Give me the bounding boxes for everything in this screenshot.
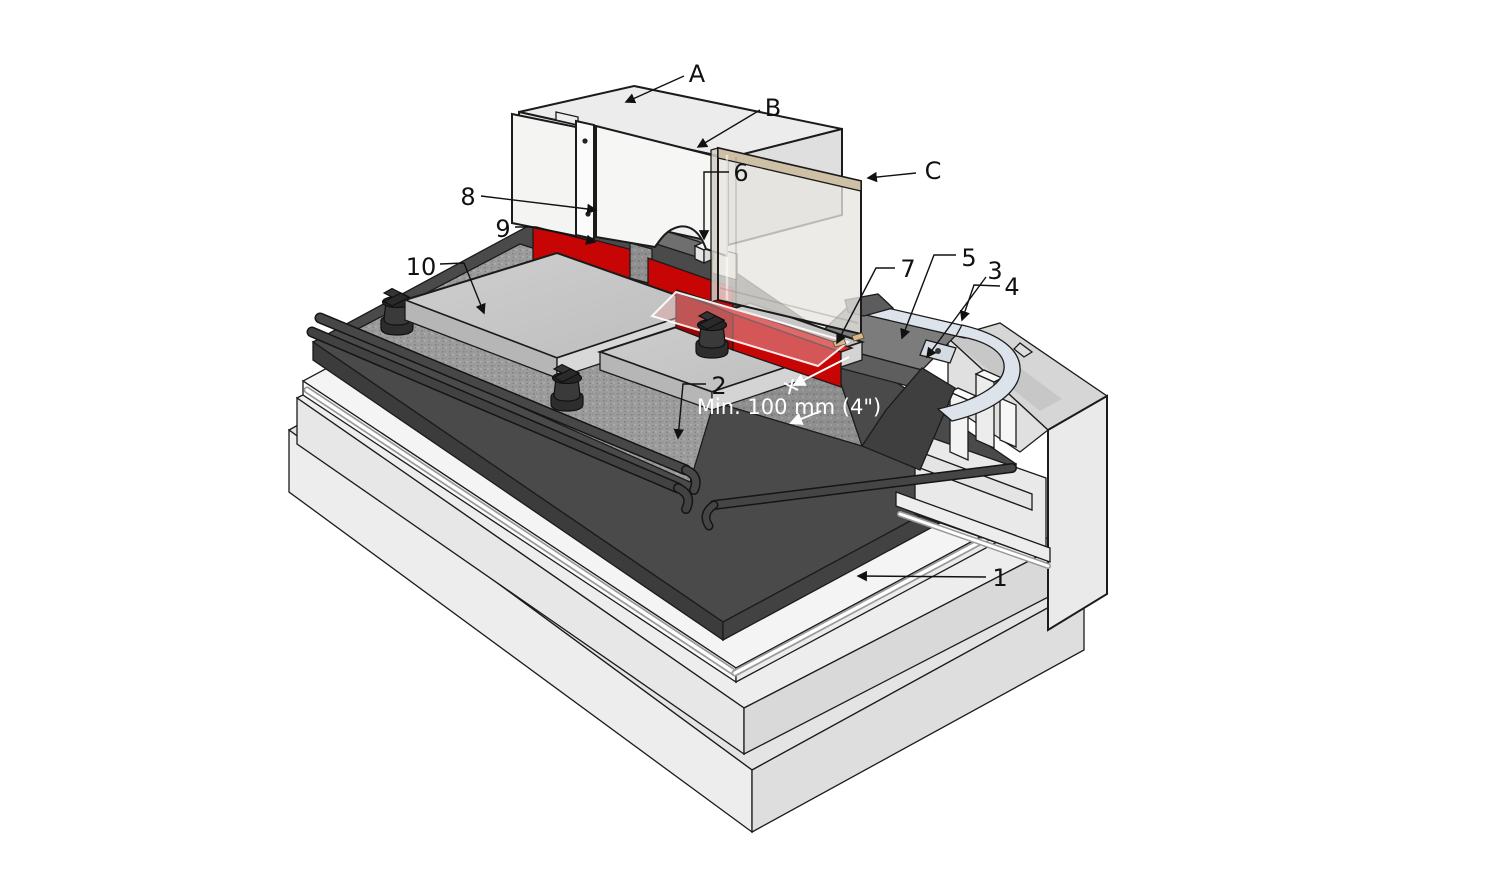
leader-2 (673, 383, 706, 440)
leader-c (866, 171, 917, 183)
leader-5 (900, 254, 956, 340)
label-5: 5 (961, 244, 976, 272)
label-10: 10 (406, 253, 437, 281)
leader-4 (959, 284, 1001, 322)
counterflashing-panel (511, 111, 595, 241)
membrane-drip-edges (306, 312, 1017, 531)
leader-a (624, 75, 685, 104)
min-height-dimension: Min. 100 mm (4") (697, 356, 881, 425)
label-c: C (925, 157, 942, 185)
wall-outer-face (1047, 394, 1108, 632)
leader-lines (439, 75, 1001, 582)
label-6: 6 (733, 159, 748, 187)
label-7: 7 (900, 255, 915, 283)
leader-10 (439, 262, 486, 315)
label-9: 9 (495, 215, 510, 243)
leader-6 (698, 171, 729, 241)
leader-1 (856, 570, 987, 582)
label-2: 2 (711, 372, 726, 400)
fastener-hole (935, 348, 941, 354)
fastener-screw (585, 211, 591, 217)
label-8: 8 (460, 183, 475, 211)
leader-b (696, 109, 761, 148)
label-a: A (689, 60, 706, 88)
glass-flange-sheet (650, 290, 851, 368)
label-4: 4 (1004, 273, 1019, 301)
leader-3 (926, 276, 987, 359)
label-b: B (765, 94, 781, 122)
glass-panel-c (710, 146, 862, 336)
label-1: 1 (992, 564, 1007, 592)
callout-labels: A B C 6 8 9 10 7 5 3 4 2 1 (406, 60, 1020, 592)
membrane-hood-b (595, 124, 728, 258)
deck-front-right-face (751, 586, 1085, 834)
wall-base-blocking (895, 369, 1051, 569)
min-height-text: Min. 100 mm (4") (697, 395, 881, 419)
leader-7 (836, 267, 895, 345)
label-3: 3 (987, 257, 1002, 285)
leader-9 (515, 226, 597, 245)
fastener-screw (582, 138, 588, 144)
glass-top-edge (717, 147, 862, 192)
leader-8 (480, 195, 598, 215)
